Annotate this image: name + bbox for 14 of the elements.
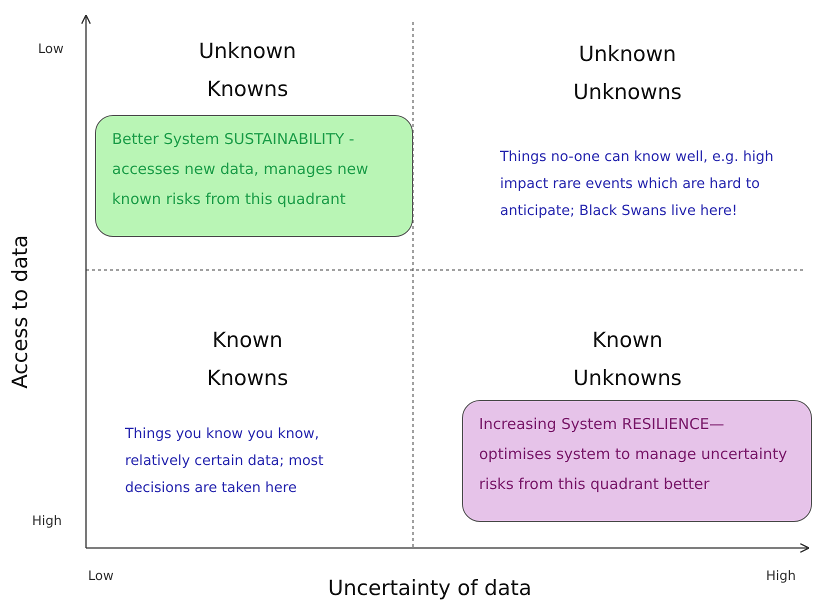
quadrant-title: Known Unknowns [572, 327, 683, 392]
axis-tick-label: Low [88, 569, 114, 584]
quadrant-title: Unknown Knowns [198, 38, 298, 103]
sustainability-note-box: Better System SUSTAINABILITY - accesses new data, manages new known risks from this quadrant [95, 115, 413, 237]
quadrant-title: Known Knowns [206, 327, 290, 392]
axis-tick-label: High [32, 514, 62, 529]
axis-title: Uncertainty of data [328, 576, 532, 600]
axis-tick-label: Low [38, 42, 64, 57]
quadrant-title: Unknown Unknowns [572, 41, 683, 106]
resilience-note-box: Increasing System RESILIENCE— optimises system to manage uncertainty risks from this quadrant better [462, 400, 812, 522]
axis-tick-label: High [766, 569, 796, 584]
quadrant-description: Things you know you know, relatively certain data; most decisions are taken here [125, 425, 324, 498]
axis-title: Access to data [8, 235, 32, 389]
quadrant-description: Things no-one can know well, e.g. high impact rare events which are hard to anticipate; Black Swans live here! [500, 148, 774, 221]
